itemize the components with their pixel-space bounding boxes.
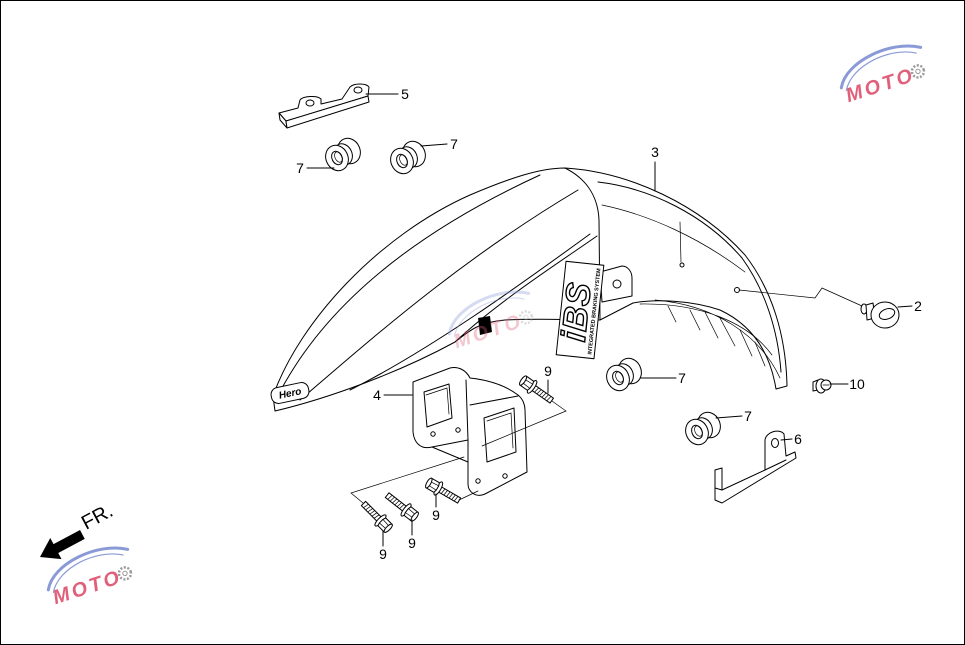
bracket-5-edge [285, 95, 370, 129]
assembly-line-lower-bolt [350, 456, 465, 504]
bracket-4-window-right [483, 407, 517, 463]
watermark-swoosh-inner [52, 553, 124, 594]
bracket-4-hole [430, 431, 436, 437]
callout-7-upper-right: 7 [450, 136, 458, 152]
watermark-gear-hub [915, 68, 921, 75]
ibs-logo-text: iBS [555, 280, 599, 343]
callout-9-lower-right: 9 [432, 507, 440, 523]
callout-6: 6 [794, 431, 802, 447]
assembly-line-lower-right-bolt [458, 490, 479, 501]
screw-part-10 [812, 378, 832, 394]
fender-lower-crease [349, 233, 591, 391]
leader-7-lower [715, 415, 743, 419]
assembly-line-upper-bolt [481, 400, 567, 447]
bracket-4-hole [502, 473, 508, 479]
fender-slot-end [679, 262, 685, 268]
front-fender: Hero iBS INTEGRATED BRAKING SYSTEM [270, 167, 788, 412]
bracket-part-5 [278, 83, 370, 129]
brand-badge-text: Hero [278, 386, 303, 401]
leader-2 [897, 305, 913, 308]
bracket-part-4 [412, 367, 528, 496]
fender-underside-hatching [667, 305, 766, 367]
callout-7-upper-left: 7 [296, 160, 304, 176]
watermark-swoosh [447, 290, 531, 336]
watermark-text: MOTO [843, 64, 918, 107]
clip-2-slot [878, 308, 896, 320]
bracket-4-window-left [423, 383, 453, 428]
callout-7-middle: 7 [678, 370, 686, 386]
callout-9-lower-middle: 9 [408, 535, 416, 551]
fender-upper-crease [281, 174, 541, 389]
front-direction-arrow [40, 530, 85, 560]
assembly-lines [350, 287, 863, 504]
grommet-7-middle [602, 354, 646, 395]
fender-outline [272, 167, 788, 412]
bracket-5-hole-left [305, 99, 315, 107]
watermark-swoosh [839, 44, 923, 90]
callout-9-lower-left: 9 [379, 546, 387, 562]
watermark-gear-hub [122, 570, 128, 577]
fender-brand-badge: Hero [270, 382, 310, 404]
callout-10: 10 [849, 376, 865, 392]
bracket-4-fold-lines [431, 379, 519, 463]
watermark-swoosh [46, 546, 130, 592]
callout-3: 3 [651, 144, 659, 160]
fender-mounting-tab [599, 265, 633, 303]
brand-badge-frame [270, 382, 310, 404]
front-direction-label: FR. [78, 500, 117, 535]
watermark-gear-icon [117, 566, 133, 581]
watermark-gear-hub [523, 314, 529, 321]
fender-side-panel-edge [564, 167, 601, 321]
arrow-left-icon [40, 530, 85, 560]
bolt-9-lower-middle [382, 488, 422, 525]
fender-side-crease [454, 235, 598, 343]
fender-middle-crease [299, 189, 579, 401]
watermark-gear-icon [518, 310, 534, 325]
bracket-6-hole [771, 438, 779, 448]
watermark-gear-icon [910, 64, 926, 79]
bracket-5-hole-right [353, 86, 363, 94]
fender-rear-crease [601, 204, 746, 273]
bracket-4-window-left-edge [425, 387, 450, 415]
leader-6 [780, 438, 793, 441]
bracket-6-body [714, 430, 797, 504]
fender-underside-contour [639, 299, 781, 379]
callout-4: 4 [373, 387, 381, 403]
callout-leaders [306, 93, 913, 547]
bolt-9-lower-right [422, 475, 464, 508]
grommet-7-lower [681, 408, 725, 449]
grommet-7-upper-right [386, 137, 430, 178]
fender-inner-mount [478, 316, 492, 335]
fender-mounting-hole [612, 279, 622, 289]
bracket-4-hole [475, 478, 481, 484]
callout-5: 5 [401, 86, 409, 102]
leader-7-upper-right [420, 143, 448, 147]
fender-rear-rolled-edge [597, 181, 782, 373]
watermark-top-right: MOTO [839, 44, 926, 107]
bracket-4-window-right-edge [486, 412, 514, 449]
assembly-line-clip [738, 287, 863, 307]
clip-part-2 [860, 301, 900, 329]
bracket-6-fold-lines [714, 459, 787, 491]
watermark-text: MOTO [50, 566, 125, 609]
callout-7-lower: 7 [744, 408, 752, 424]
fender-slot-line [679, 221, 682, 263]
callout-labels: 5 7 7 3 2 7 10 4 9 7 6 9 9 9 [296, 86, 922, 562]
ibs-sticker-frame [555, 260, 605, 360]
callout-2: 2 [914, 298, 922, 314]
bracket-5-plate [278, 83, 370, 122]
watermark-swoosh-inner [845, 51, 917, 92]
bolt-9-lower-left [357, 497, 396, 536]
callout-9-upper: 9 [544, 363, 552, 379]
bracket-4-hole [455, 427, 461, 433]
ibs-sticker: iBS INTEGRATED BRAKING SYSTEM [554, 260, 605, 360]
watermark-swoosh-inner [453, 297, 525, 338]
bracket-part-6 [714, 430, 797, 504]
